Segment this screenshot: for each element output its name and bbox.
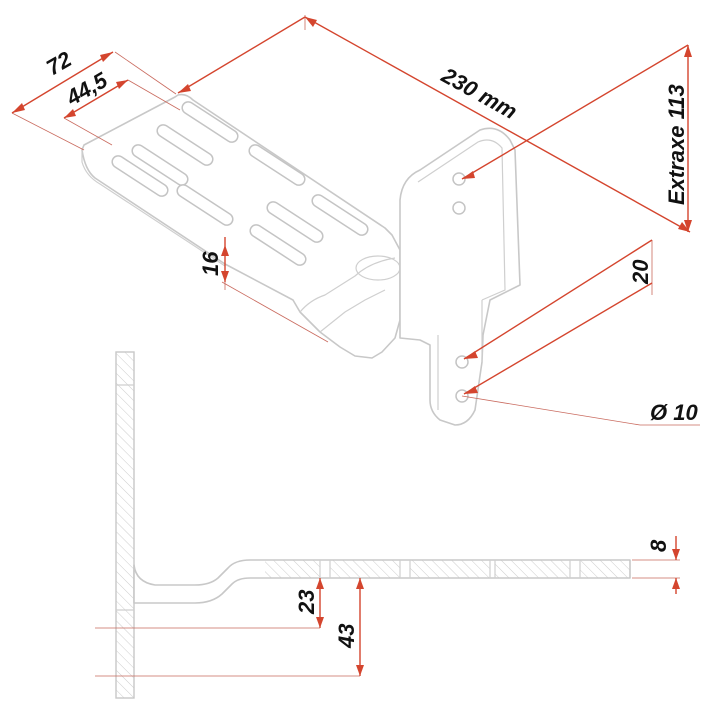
plate-bend-2: [319, 289, 386, 333]
bracket-hole-1: [452, 172, 466, 186]
bracket-inner-edge: [417, 139, 506, 301]
section-view: [115, 351, 631, 699]
dim-label-16: 16: [198, 251, 223, 276]
slots: [111, 101, 369, 266]
vertical-leg: [115, 351, 135, 699]
section-dimensions: 8 23 43: [95, 536, 680, 677]
dim-label-8: 8: [646, 539, 671, 552]
bracket-lower-edge: [437, 300, 483, 410]
plate-side-edge: [81, 150, 226, 267]
dim-label-43: 43: [334, 624, 359, 649]
dim-label-diameter: Ø 10: [650, 400, 698, 425]
isometric-view: [81, 93, 521, 426]
dim-label-extraxe: Extraxe 113: [664, 84, 689, 205]
plate-bend: [299, 257, 396, 313]
dim-label-72: 72: [42, 46, 76, 80]
dim-label-20: 20: [628, 259, 653, 285]
bracket-hole-2: [452, 201, 466, 215]
dim-label-23: 23: [294, 590, 319, 615]
